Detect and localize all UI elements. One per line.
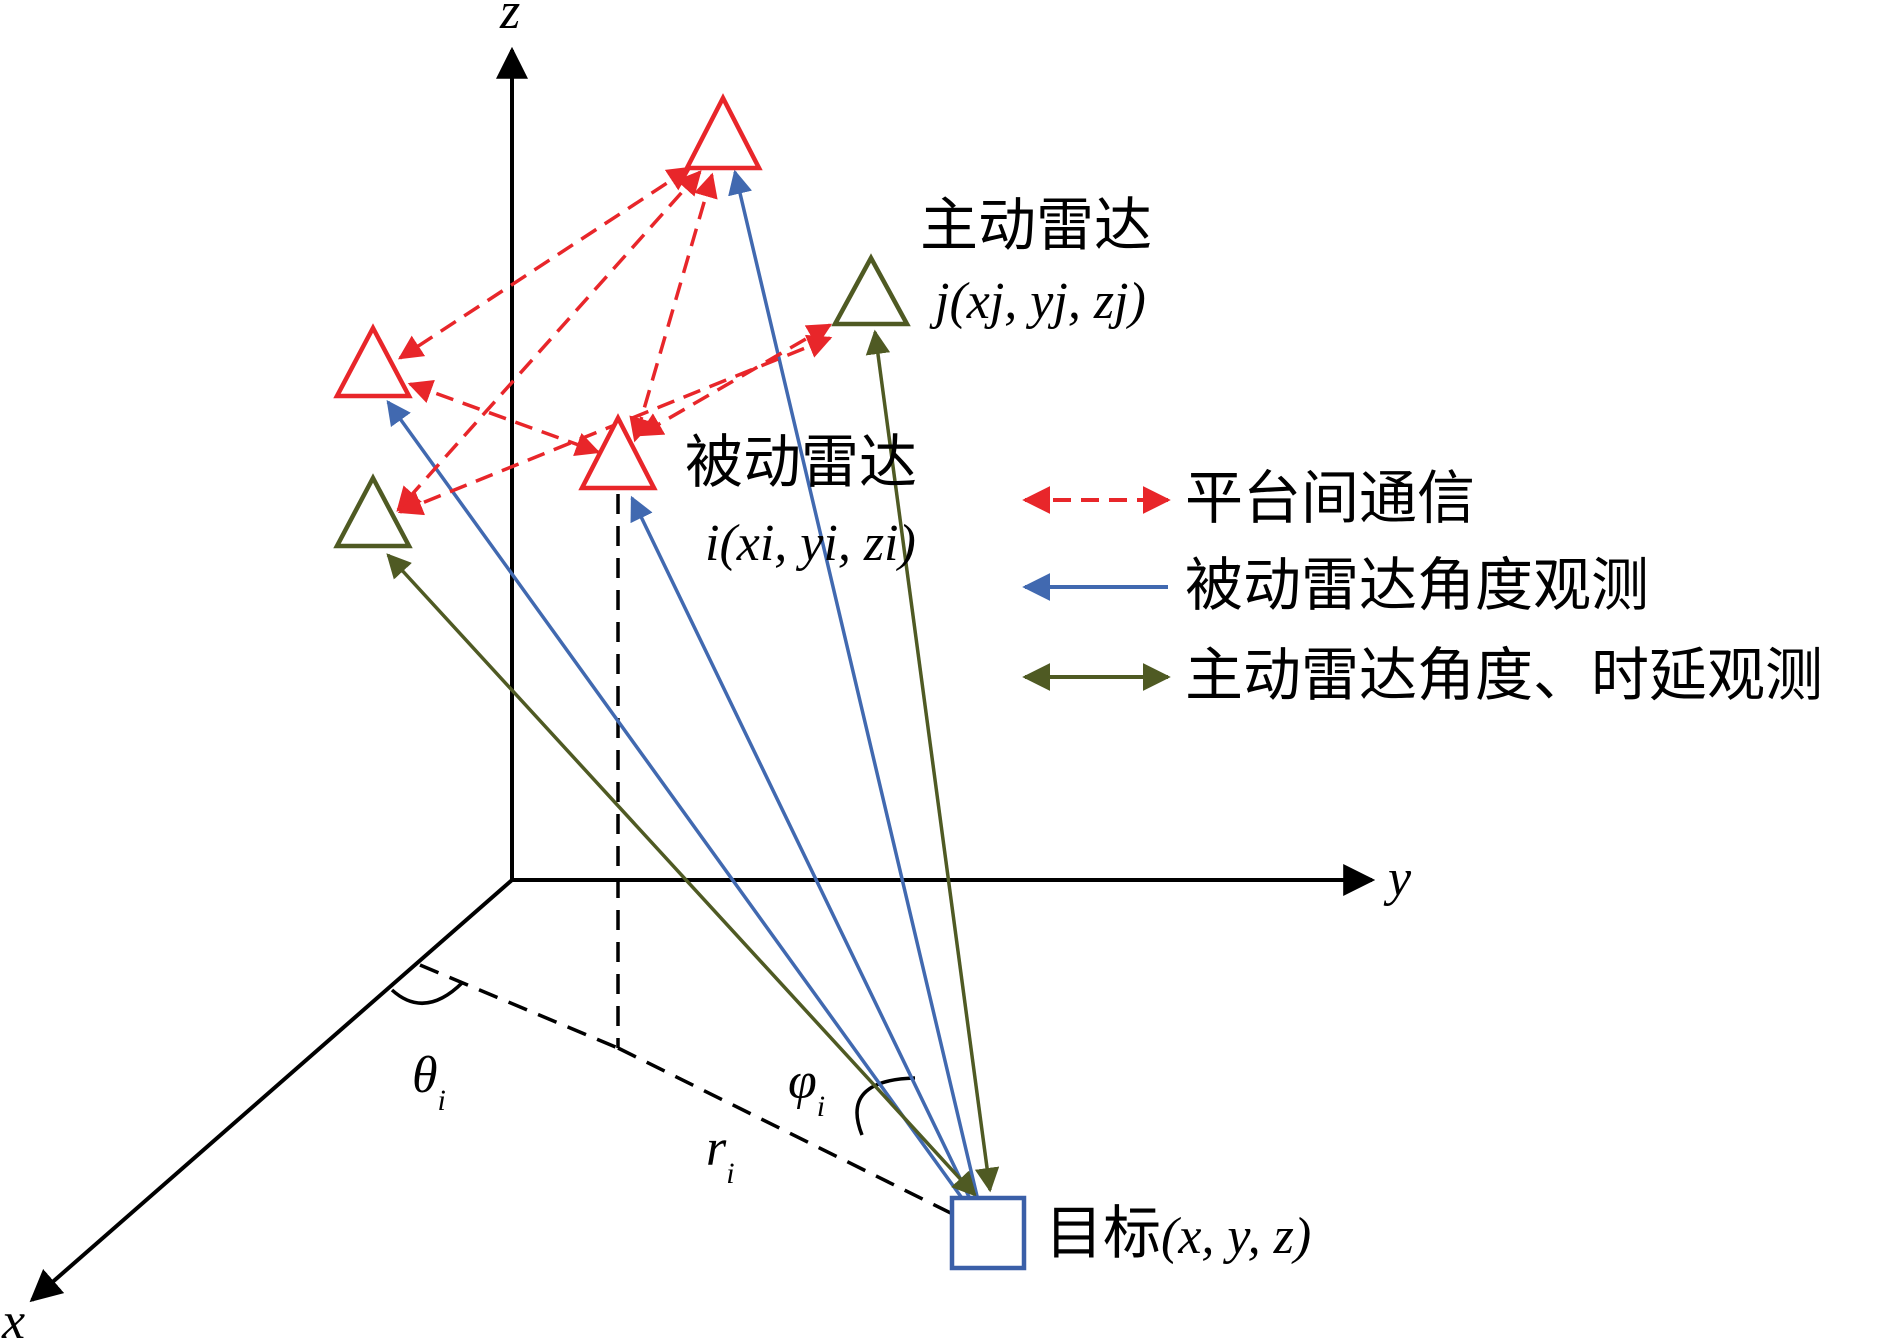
active-radar-left xyxy=(333,473,413,549)
passive-radar-top xyxy=(683,93,763,171)
phi-symbol: φi xyxy=(788,1053,825,1123)
legend-passive-label: 被动雷达角度观测 xyxy=(1185,551,1649,619)
comm-line xyxy=(397,166,693,360)
comm-line xyxy=(637,323,833,437)
target-coords: (x, y, z) xyxy=(1161,1208,1311,1265)
radar-platforms xyxy=(333,93,911,549)
passive-radar-title: 被动雷达 xyxy=(685,428,917,496)
active-obs-line xyxy=(386,553,977,1197)
passive-radar-left xyxy=(333,323,413,399)
active-observation-lines xyxy=(386,329,1000,1197)
legend-active-label: 主动雷达角度、时延观测 xyxy=(1185,641,1823,709)
legend: 平台间通信 被动雷达角度观测 主动雷达角度、时延观测 xyxy=(1022,464,1823,709)
ground-projection-line xyxy=(419,963,619,1050)
active-obs-line xyxy=(865,329,1000,1193)
passive-observation-lines xyxy=(386,169,987,1232)
passive-radar-i xyxy=(578,413,658,491)
passive-obs-line xyxy=(630,495,987,1231)
comm-line xyxy=(396,170,702,512)
target-box xyxy=(949,1195,1027,1271)
legend-comm-label: 平台间通信 xyxy=(1185,464,1475,532)
active-radar-coords: j(xj, yj, zj) xyxy=(929,273,1146,330)
target-title: 目标 xyxy=(1045,1199,1161,1267)
theta-angle-arc xyxy=(390,980,465,1005)
phi-angle-arc xyxy=(855,1076,916,1136)
y-axis-label: y xyxy=(1383,850,1412,907)
passive-radar-coords: i(xi, yi, zi) xyxy=(705,515,916,572)
active-radar-title: 主动雷达 xyxy=(920,191,1152,259)
x-axis-label: x xyxy=(1,1293,25,1343)
theta-symbol: θi xyxy=(412,1047,446,1117)
target-label: 目标(x, y, z) xyxy=(1045,1199,1311,1267)
r-symbol: ri xyxy=(706,1120,735,1190)
z-axis-label: z xyxy=(499,0,520,40)
active-radar-j xyxy=(831,253,911,327)
